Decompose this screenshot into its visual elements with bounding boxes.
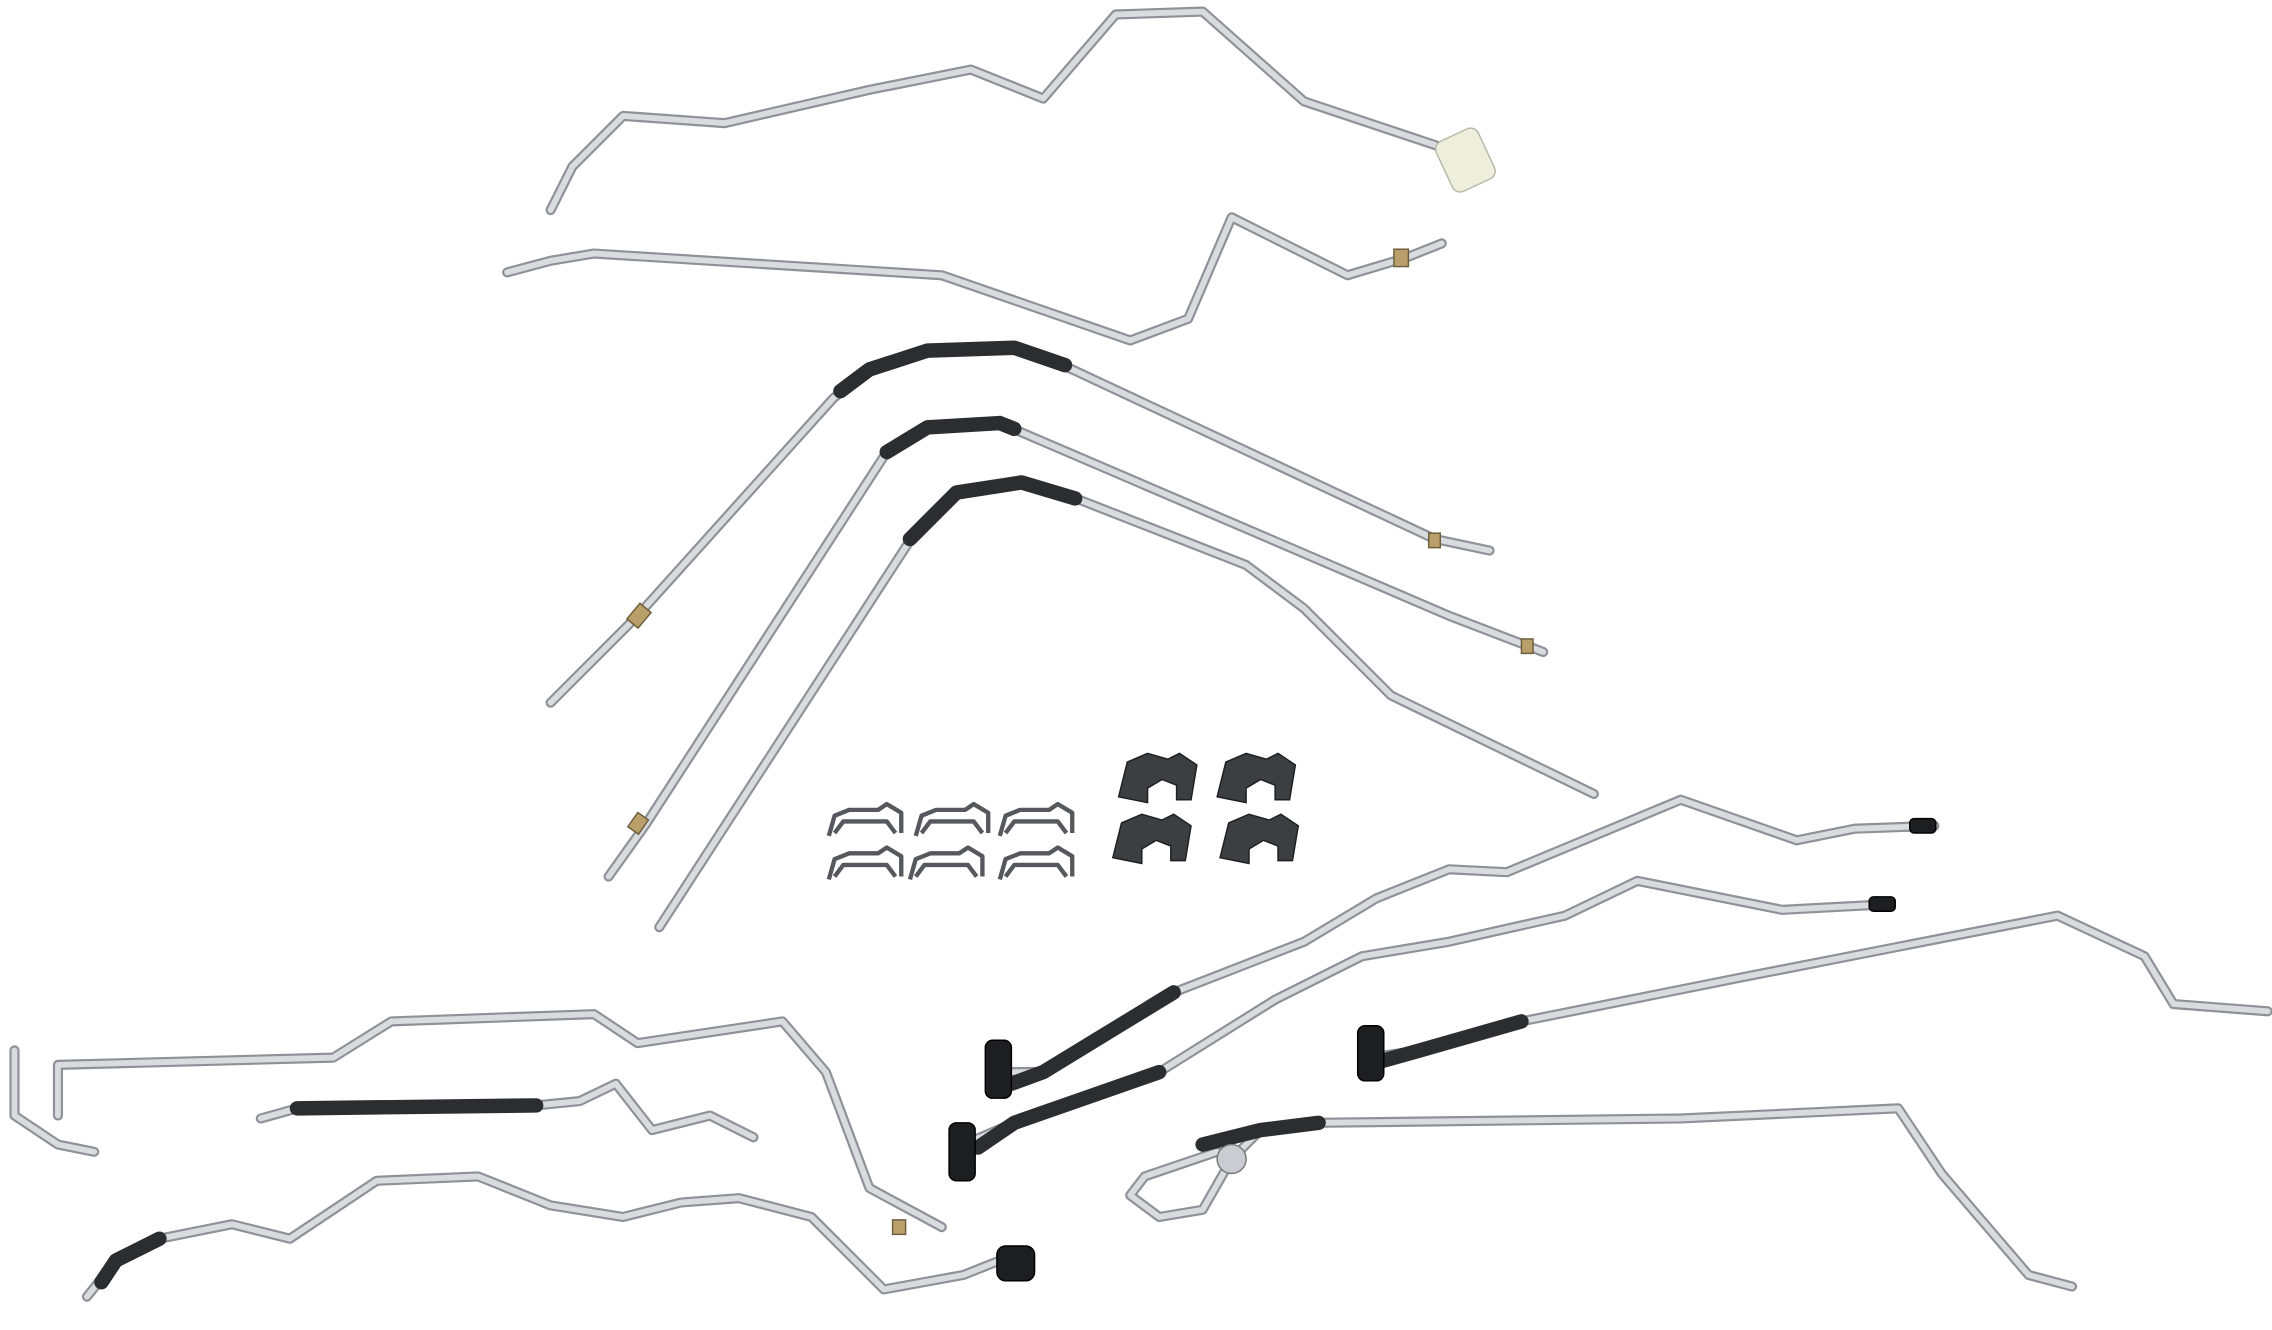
mounting-clip: [997, 801, 1075, 837]
line-bracket: [1111, 813, 1192, 865]
mounting-clip: [907, 845, 985, 881]
steel-fuel-line: [55, 1011, 945, 1231]
rubber-hose-section: [833, 340, 1073, 399]
mounting-clip: [826, 801, 904, 837]
connector: [1868, 896, 1896, 913]
fitting: [1520, 638, 1534, 655]
connector: [1356, 1025, 1385, 1082]
steel-fuel-line: [1364, 910, 2272, 1063]
mounting-clip: [826, 845, 904, 881]
steel-fuel-line: [1366, 912, 2271, 1061]
connector: [996, 1245, 1036, 1282]
line-bracket: [1117, 752, 1198, 804]
fitting: [625, 602, 653, 630]
rubber-hose-section: [1376, 1014, 1529, 1068]
fitting: [1427, 532, 1442, 549]
rubber-hose-section: [970, 1064, 1167, 1155]
rubber-hose-section: [1004, 985, 1181, 1091]
steel-fuel-line: [958, 875, 1896, 1150]
line-bracket: [1219, 813, 1300, 865]
mounting-clip: [913, 801, 991, 837]
connector: [1909, 817, 1937, 834]
fitting: [891, 1219, 907, 1236]
fitting: [626, 811, 650, 836]
steel-fuel-line: [502, 212, 1447, 346]
line-bracket: [1216, 752, 1297, 804]
rubber-hose-section: [1195, 1115, 1326, 1152]
connector: [984, 1039, 1013, 1099]
steel-fuel-line: [84, 1173, 1032, 1300]
steel-fuel-line: [11, 1047, 98, 1155]
rubber-hose-section: [94, 1231, 167, 1290]
steel-fuel-line: [547, 8, 1467, 213]
rubber-hose-section: [879, 415, 1022, 460]
white-connector: [1434, 127, 1496, 193]
steel-fuel-line: [960, 877, 1894, 1148]
loop-fitting: [1216, 1143, 1247, 1175]
rubber-hose-section: [289, 1098, 544, 1116]
steel-fuel-line: [52, 1009, 947, 1233]
mounting-clip: [997, 845, 1075, 881]
connector: [948, 1122, 976, 1182]
steel-fuel-line: [504, 214, 1445, 344]
fitting: [1393, 248, 1410, 268]
rubber-hose-section: [902, 475, 1083, 547]
